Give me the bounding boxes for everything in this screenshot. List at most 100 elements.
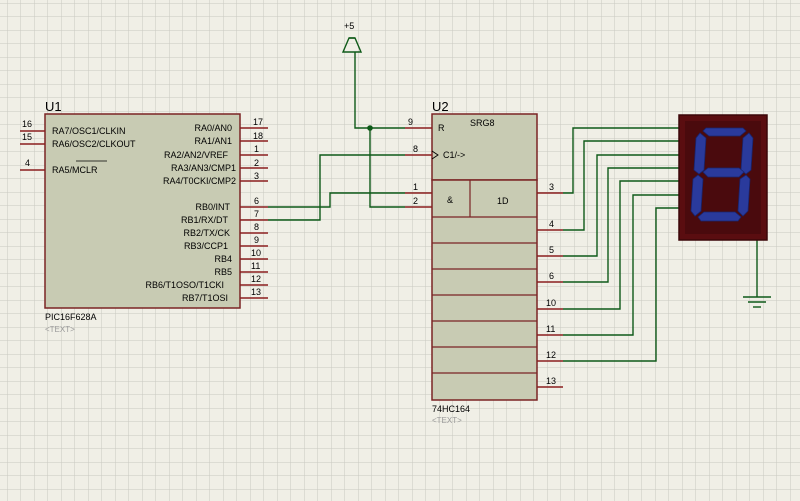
u1-pin-4[interactable]: 4 RA5/MCLR (20, 158, 107, 175)
u1-pin-name: RB2/TX/CK (183, 228, 230, 238)
u2-block-label: SRG8 (470, 118, 495, 128)
u1-pin-number: 7 (254, 209, 259, 219)
u2-pin-12[interactable]: 12 (537, 350, 563, 362)
u1-pin-number: 17 (253, 117, 263, 127)
u2-pin-6[interactable]: 6 (537, 271, 563, 283)
wire-q1 (563, 140, 680, 231)
u2-pin-9[interactable]: 9 (405, 117, 432, 129)
wire-q2 (563, 154, 680, 257)
u2-part-name: 74HC164 (432, 404, 470, 414)
seven-segment-display[interactable] (678, 114, 768, 241)
u1-ref: U1 (45, 99, 62, 114)
segment-c (737, 174, 751, 217)
digit-eight-icon (690, 127, 754, 222)
u1-pin-17[interactable]: 17 RA0/AN0 (194, 117, 268, 133)
u1-pin-name: RA3/AN3/CMP1 (171, 163, 236, 173)
u1-pin-number: 2 (254, 158, 259, 168)
u2-pin-number: 11 (546, 324, 555, 334)
clock-triangle-icon (431, 150, 439, 160)
u1-pin-1[interactable]: 1 RA2/AN2/VREF (164, 144, 268, 160)
wire-q0 (563, 127, 680, 194)
u2-pin-11[interactable]: 11 (537, 324, 563, 336)
u2-text-placeholder: <TEXT> (432, 416, 462, 425)
u2-data-label: 1D (497, 196, 509, 206)
u2-pin-number: 5 (549, 245, 554, 255)
u1-pin-name: RB1/RX/DT (181, 215, 229, 225)
u2-pin-4[interactable]: 4 (537, 219, 563, 231)
u1-pin-9[interactable]: 9 RB3/CCP1 (184, 235, 268, 251)
segment-f (693, 132, 707, 175)
u2-pin-number: 6 (549, 271, 554, 281)
u2-pin-number: 10 (546, 298, 556, 308)
u2-pin-5[interactable]: 5 (537, 245, 563, 257)
u1-text-placeholder: <TEXT> (45, 325, 75, 334)
u1-pin-8[interactable]: 8 RB2/TX/CK (183, 222, 268, 238)
u1-pin-11[interactable]: 11 RB5 (214, 261, 268, 277)
wire-q5 (563, 194, 680, 336)
u1-pin-10[interactable]: 10 RB4 (214, 248, 268, 264)
u1-pin-number: 18 (253, 131, 263, 141)
segment-d (697, 211, 742, 222)
u1-pin-2[interactable]: 2 RA3/AN3/CMP1 (171, 158, 268, 173)
u2-pin-8[interactable]: 8 (405, 144, 432, 156)
u1-pin-number: 10 (251, 248, 261, 258)
u2-pin-number: 4 (549, 219, 554, 229)
u2-pin-number: 3 (549, 182, 554, 192)
u2-shift-register[interactable]: U2 SRG8 R C1/-> & 1D 74HC164 <TEXT> 9 8 … (405, 99, 563, 425)
u1-pin-13[interactable]: 13 RB7/T1OSI (182, 287, 268, 303)
u1-pin-name: RB7/T1OSI (182, 293, 228, 303)
u1-pin-name: RB6/T1OSO/T1CKI (145, 280, 224, 290)
u2-pin-2[interactable]: 2 (405, 196, 432, 208)
u1-pin-name: RA2/AN2/VREF (164, 150, 229, 160)
u1-pin-number: 6 (254, 196, 259, 206)
u2-and-label: & (447, 195, 453, 205)
u1-pin-7[interactable]: 7 RB1/RX/DT (181, 209, 268, 225)
wires (268, 52, 758, 362)
u1-pin-name: RA5/MCLR (52, 165, 98, 175)
u1-pin-number: 8 (254, 222, 259, 232)
u1-pin-name: RA7/OSC1/CLKIN (52, 126, 126, 136)
u1-pin-12[interactable]: 12 RB6/T1OSO/T1CKI (145, 274, 268, 290)
u1-pin-15[interactable]: 15 RA6/OSC2/CLKOUT (20, 132, 136, 149)
u1-pin-number: 12 (251, 274, 261, 284)
power-terminal[interactable]: +5 (341, 21, 363, 53)
wire-rb1-clock (268, 154, 405, 221)
u1-pin-name: RB0/INT (195, 202, 230, 212)
u1-pin-name: RA1/AN1 (194, 136, 232, 146)
u1-pin-number: 4 (25, 158, 30, 168)
segment-b (740, 132, 754, 175)
wire-q6 (563, 207, 680, 362)
u2-pin-13[interactable]: 13 (537, 376, 563, 388)
u1-pin-number: 9 (254, 235, 259, 245)
u1-body (44, 113, 241, 309)
ground-icon[interactable] (743, 296, 771, 308)
u2-control-block (431, 113, 538, 181)
u2-pin-1[interactable]: 1 (405, 182, 432, 194)
u1-pin-16[interactable]: 16 RA7/OSC1/CLKIN (20, 119, 126, 136)
u1-part-name: PIC16F628A (45, 312, 97, 322)
u2-pin-number: 8 (413, 144, 418, 154)
u1-pin-number: 13 (251, 287, 261, 297)
segment-g (702, 167, 745, 178)
u2-pin-number: 9 (408, 117, 413, 127)
u2-pin-10[interactable]: 10 (537, 298, 563, 310)
u1-pin-18[interactable]: 18 RA1/AN1 (194, 131, 268, 146)
u2-reset-label: R (438, 123, 445, 133)
segment-e (690, 174, 704, 217)
u1-pin-name: RA6/OSC2/CLKOUT (52, 139, 136, 149)
u1-pin-6[interactable]: 6 RB0/INT (195, 196, 268, 212)
u2-ref: U2 (432, 99, 449, 114)
u1-pin-3[interactable]: 3 RA4/T0CKI/CMP2 (163, 171, 268, 186)
u1-pin-number: 3 (254, 171, 259, 181)
u1-microcontroller[interactable]: U1 PIC16F628A <TEXT> 16 RA7/OSC1/CLKIN 1… (20, 99, 268, 334)
u1-pin-name: RB3/CCP1 (184, 241, 228, 251)
u1-pin-number: 11 (251, 261, 260, 271)
u1-pin-name: RB5 (214, 267, 232, 277)
u2-pin-number: 13 (546, 376, 556, 386)
u2-pin-3[interactable]: 3 (537, 182, 563, 194)
u1-pin-number: 15 (22, 132, 32, 142)
u1-pin-name: RA4/T0CKI/CMP2 (163, 176, 236, 186)
u1-pin-name: RA0/AN0 (194, 123, 232, 133)
u2-pin-number: 2 (413, 196, 418, 206)
